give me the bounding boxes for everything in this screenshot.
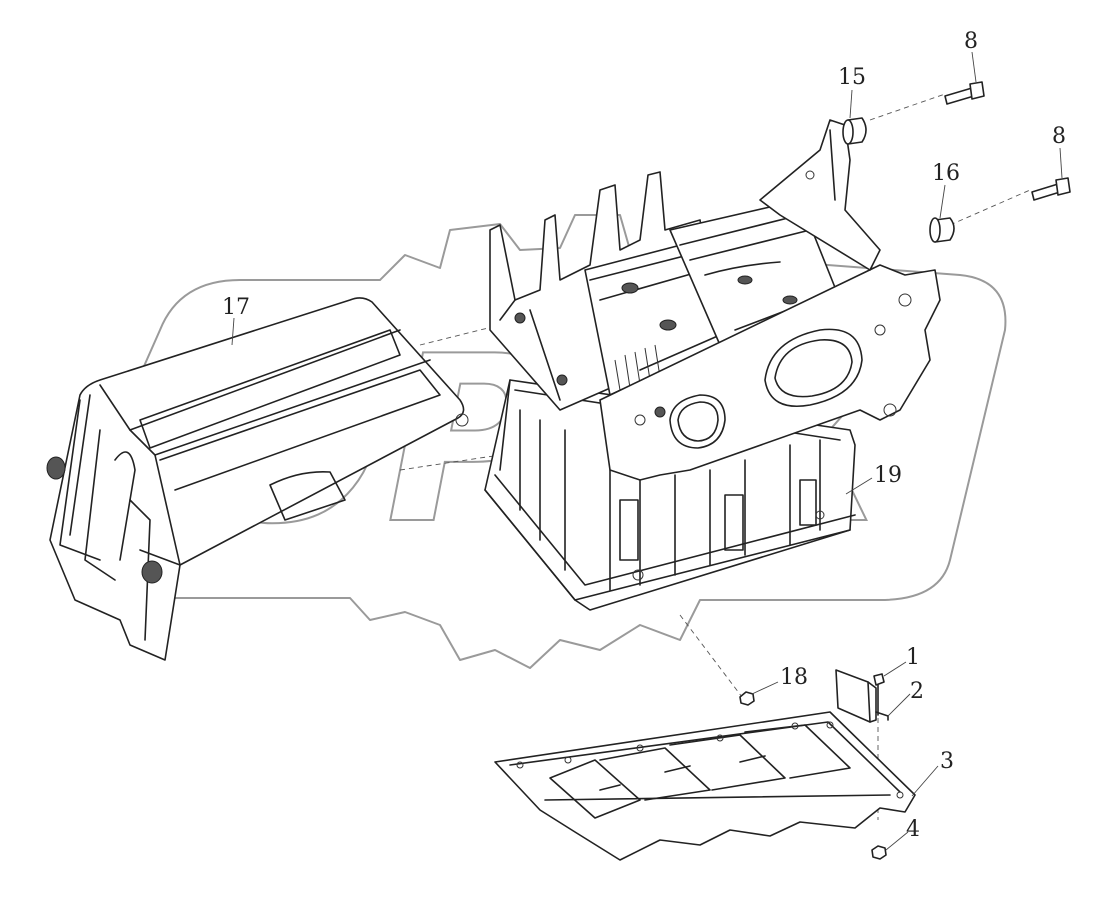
callout-labels: 8 8 15 16 17 19 18 1 2 3 4 (222, 29, 1066, 842)
part-17-cover (46, 297, 469, 661)
leader-lines (231, 51, 1063, 851)
watermark-gear (62, 214, 1007, 669)
part-15-bushing (842, 117, 867, 145)
callout-2: 2 (910, 679, 924, 704)
part-1-bolt (873, 673, 885, 716)
battery-frame-assembly (489, 119, 941, 481)
callout-16: 16 (932, 161, 960, 186)
part-8-bolt-upper (944, 81, 985, 105)
part-8-bolt-lower (1031, 177, 1071, 201)
part-16-bushing (929, 217, 955, 243)
part-4-nut (871, 845, 887, 860)
part-18-nut (739, 691, 755, 706)
part-3-base-tray (494, 711, 916, 861)
callout-19: 19 (874, 463, 902, 488)
callout-3: 3 (940, 749, 954, 774)
callout-15: 15 (838, 65, 866, 90)
callout-1: 1 (906, 645, 920, 670)
callout-18: 18 (780, 665, 808, 690)
callout-8-upper: 8 (964, 29, 978, 54)
callout-8-lower: 8 (1052, 124, 1066, 149)
callout-4: 4 (906, 817, 920, 842)
part-2-bracket (835, 669, 889, 723)
callout-17: 17 (222, 295, 250, 320)
